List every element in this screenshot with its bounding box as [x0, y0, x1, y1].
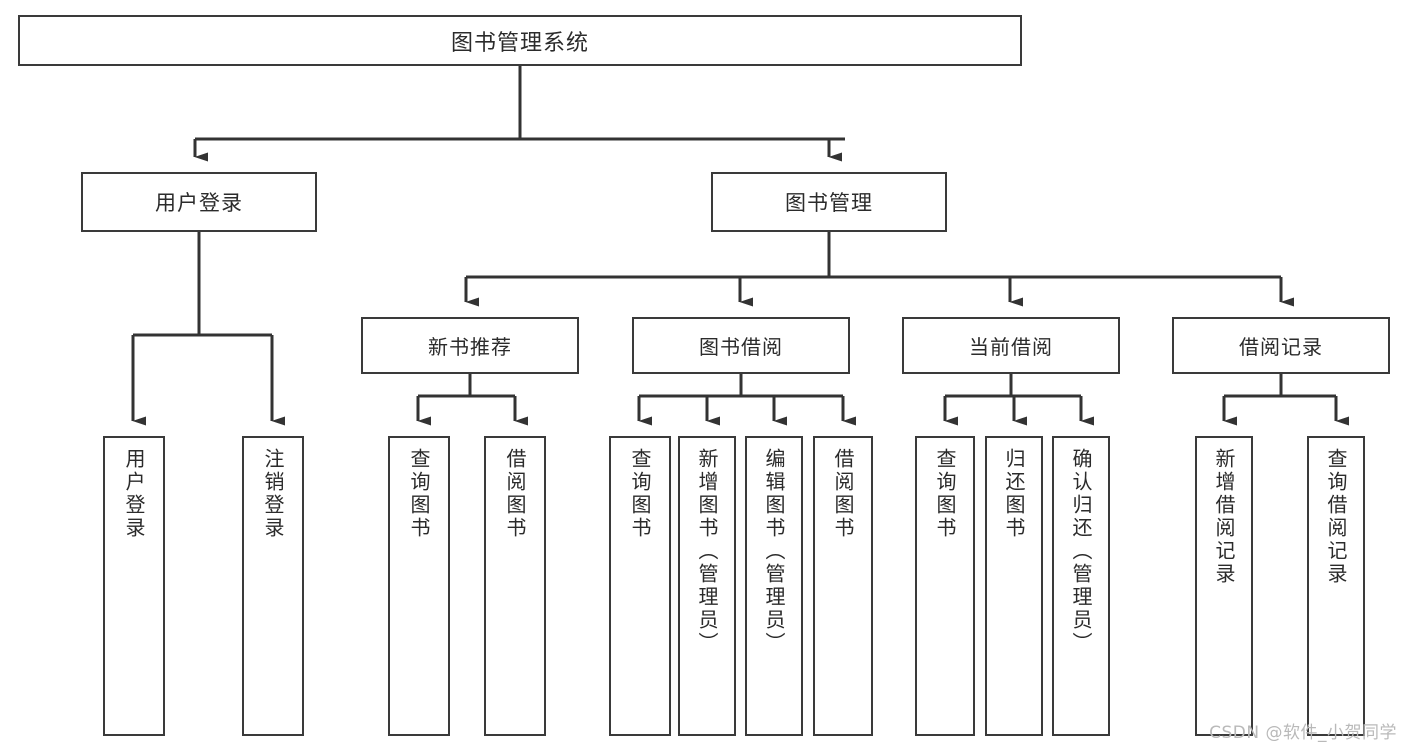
node-root-label: 图书管理系统 — [450, 30, 589, 56]
leaf-query-book-borrow[interactable]: 查询图书 — [609, 436, 671, 736]
leaf-borrow-book-recommend-label: 借阅图书 — [503, 448, 527, 540]
leaf-query-book-current[interactable]: 查询图书 — [915, 436, 975, 736]
csdn-watermark: CSDN @软件_小贺同学 — [1209, 723, 1397, 743]
leaf-user-login-label: 用户登录 — [122, 448, 146, 540]
node-borrow-record[interactable]: 借阅记录 — [1172, 317, 1390, 374]
node-user-login[interactable]: 用户登录 — [81, 172, 317, 232]
node-current-borrow[interactable]: 当前借阅 — [902, 317, 1120, 374]
leaf-edit-book-admin[interactable]: 编辑图书（管理员） — [745, 436, 803, 736]
leaf-user-login[interactable]: 用户登录 — [103, 436, 165, 736]
leaf-query-book-recommend[interactable]: 查询图书 — [388, 436, 450, 736]
leaf-return-book[interactable]: 归还图书 — [985, 436, 1043, 736]
node-book-management-label: 图书管理 — [785, 191, 873, 215]
leaf-query-borrow-record-label: 查询借阅记录 — [1324, 448, 1348, 586]
node-new-book-recommend[interactable]: 新书推荐 — [361, 317, 579, 374]
node-book-borrow-label: 图书借阅 — [699, 335, 783, 359]
leaf-confirm-return-admin[interactable]: 确认归还（管理员） — [1052, 436, 1110, 736]
leaf-query-book-recommend-label: 查询图书 — [407, 448, 431, 540]
leaf-logout-label: 注销登录 — [261, 448, 285, 540]
leaf-borrow-book[interactable]: 借阅图书 — [813, 436, 873, 736]
leaf-add-book-admin-label: 新增图书（管理员） — [695, 448, 719, 655]
node-user-login-label: 用户登录 — [155, 191, 243, 215]
leaf-borrow-book-label: 借阅图书 — [831, 448, 855, 540]
leaf-query-book-borrow-label: 查询图书 — [628, 448, 652, 540]
leaf-query-borrow-record[interactable]: 查询借阅记录 — [1307, 436, 1365, 736]
leaf-add-book-admin[interactable]: 新增图书（管理员） — [678, 436, 736, 736]
node-book-borrow[interactable]: 图书借阅 — [632, 317, 850, 374]
node-root[interactable]: 图书管理系统 — [18, 15, 1022, 66]
leaf-borrow-book-recommend[interactable]: 借阅图书 — [484, 436, 546, 736]
leaf-edit-book-admin-label: 编辑图书（管理员） — [762, 448, 786, 655]
node-borrow-record-label: 借阅记录 — [1239, 335, 1323, 359]
node-new-book-recommend-label: 新书推荐 — [428, 335, 512, 359]
node-current-borrow-label: 当前借阅 — [969, 335, 1053, 359]
leaf-logout[interactable]: 注销登录 — [242, 436, 304, 736]
leaf-add-borrow-record-label: 新增借阅记录 — [1212, 448, 1236, 586]
node-book-management[interactable]: 图书管理 — [711, 172, 947, 232]
leaf-query-book-current-label: 查询图书 — [933, 448, 957, 540]
leaf-add-borrow-record[interactable]: 新增借阅记录 — [1195, 436, 1253, 736]
leaf-confirm-return-admin-label: 确认归还（管理员） — [1069, 448, 1093, 655]
leaf-return-book-label: 归还图书 — [1002, 448, 1026, 540]
